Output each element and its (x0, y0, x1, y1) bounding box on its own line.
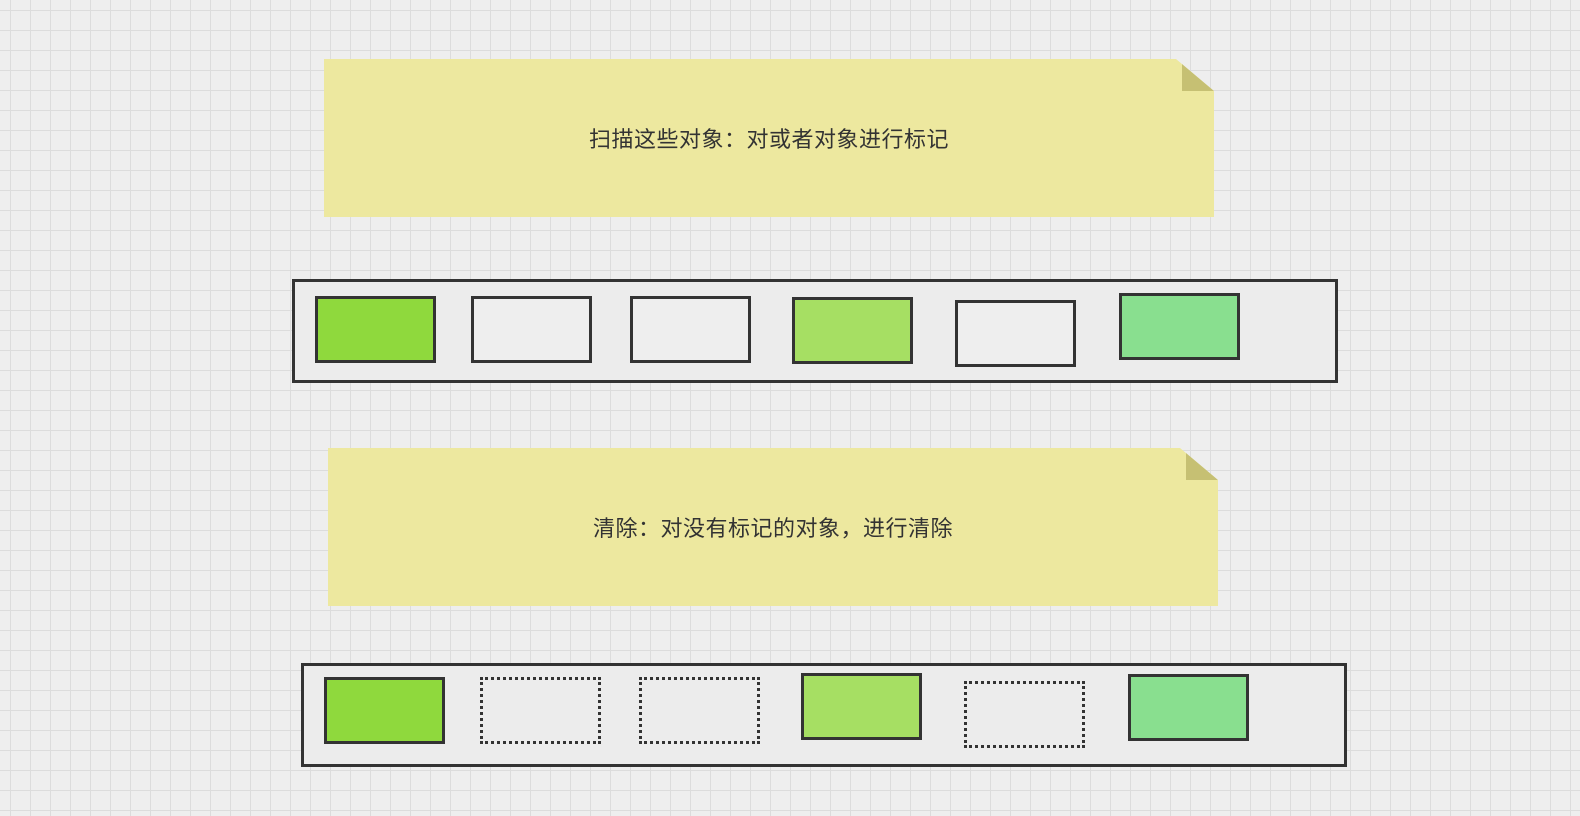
heap-object (1119, 293, 1240, 360)
heap-object (801, 673, 922, 740)
heap-object (315, 296, 436, 363)
heap-after-sweep (301, 663, 1347, 767)
heap-object (471, 296, 592, 363)
heap-before-sweep (292, 279, 1338, 383)
note-text: 扫描这些对象：对或者对象进行标记 (588, 128, 949, 153)
heap-object (1128, 674, 1249, 741)
sticky-note-scan-mark: 扫描这些对象：对或者对象进行标记 (324, 59, 1214, 217)
heap-object (792, 297, 913, 364)
heap-object (964, 681, 1085, 748)
heap-object (955, 300, 1076, 367)
heap-object (630, 296, 751, 363)
heap-object (324, 677, 445, 744)
note-text: 清除：对没有标记的对象，进行清除 (592, 517, 953, 542)
sticky-note-sweep: 清除：对没有标记的对象，进行清除 (328, 448, 1218, 606)
heap-object (480, 677, 601, 744)
heap-object (639, 677, 760, 744)
